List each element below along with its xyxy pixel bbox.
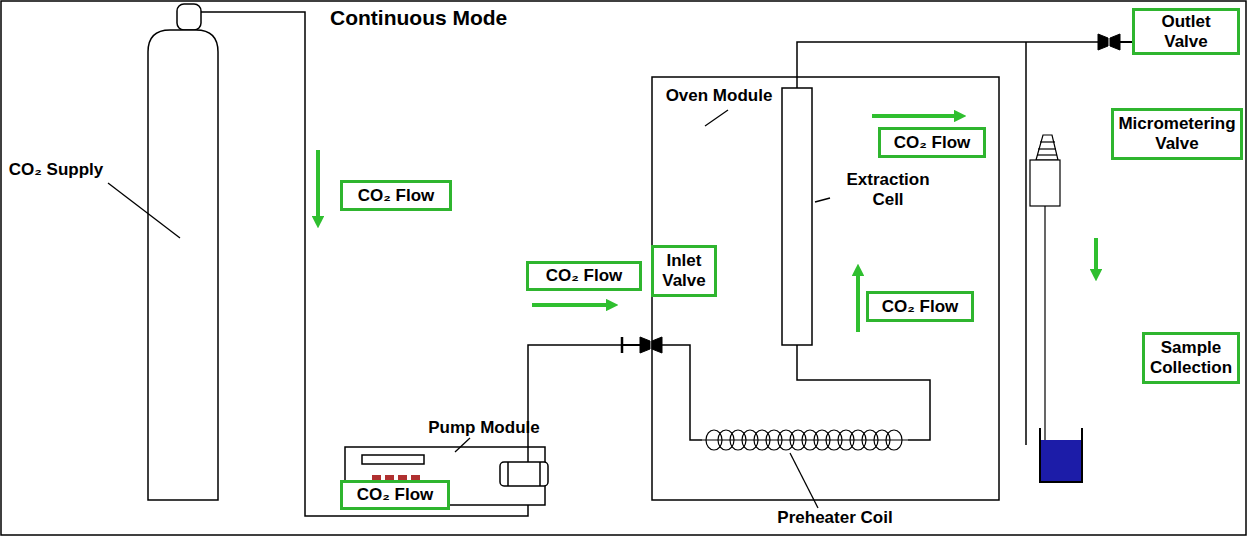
part-label: CO₂ Supply [4,160,108,180]
callout-text: CO₂ Flow [357,485,434,505]
callout-box: CO₂ Flow [866,291,974,322]
flow-arrow [1094,238,1098,275]
part-label: Extraction Cell [832,170,944,209]
flow-arrow [316,150,320,222]
pump-head-line [507,462,509,486]
outlet-line [1025,42,1027,445]
callout-box: Inlet Valve [651,245,717,297]
cell-outlet-tube [797,42,1098,88]
diagram-title: Continuous Mode [330,6,507,30]
part-label: Preheater Coil [770,508,900,528]
pump-head-line [539,462,541,486]
callout-box: Sample Collection [1142,332,1240,384]
flow-arrow [532,303,612,307]
callout-box: Micrometering Valve [1111,108,1243,160]
pump-head [500,462,548,486]
flow-arrow [872,114,960,118]
co2-cylinder [148,4,218,500]
flow-arrows [318,116,1096,332]
callout-box: Outlet Valve [1132,8,1240,55]
coil-winding [886,430,902,450]
cylinder-valve [177,4,201,30]
callout-text: Outlet Valve [1139,12,1233,51]
inlet-tube [662,345,702,440]
callout-text: CO₂ Flow [882,297,959,317]
inlet-valve-symbol [622,337,662,353]
pump-display [362,455,424,464]
callout-text: Sample Collection [1149,338,1233,377]
coil-outlet-tube [797,345,930,440]
preheater-coil [702,430,908,450]
leader-lines [108,110,830,508]
part-label: Pump Module [428,418,540,438]
callout-box: CO₂ Flow [878,127,986,158]
callout-box: CO₂ Flow [340,180,452,211]
callout-text: CO₂ Flow [546,266,623,286]
callout-box: CO₂ Flow [526,261,642,291]
callout-text: Micrometering Valve [1118,114,1236,153]
cylinder-body [148,30,218,500]
supply-tube [201,12,528,516]
callout-text: Inlet Valve [658,251,710,290]
extraction-cell [782,88,812,345]
callout-box: CO₂ Flow [340,480,450,510]
micrometering-valve-symbol [1030,135,1060,448]
callout-text: CO₂ Flow [358,186,435,206]
pump-outlet-tube [528,345,622,462]
part-label: Oven Module [664,86,774,106]
flow-arrow [856,270,860,332]
callout-text: CO₂ Flow [894,133,971,153]
sample-beaker [1040,428,1082,482]
oven-module [652,77,999,500]
coil-core [702,439,908,440]
